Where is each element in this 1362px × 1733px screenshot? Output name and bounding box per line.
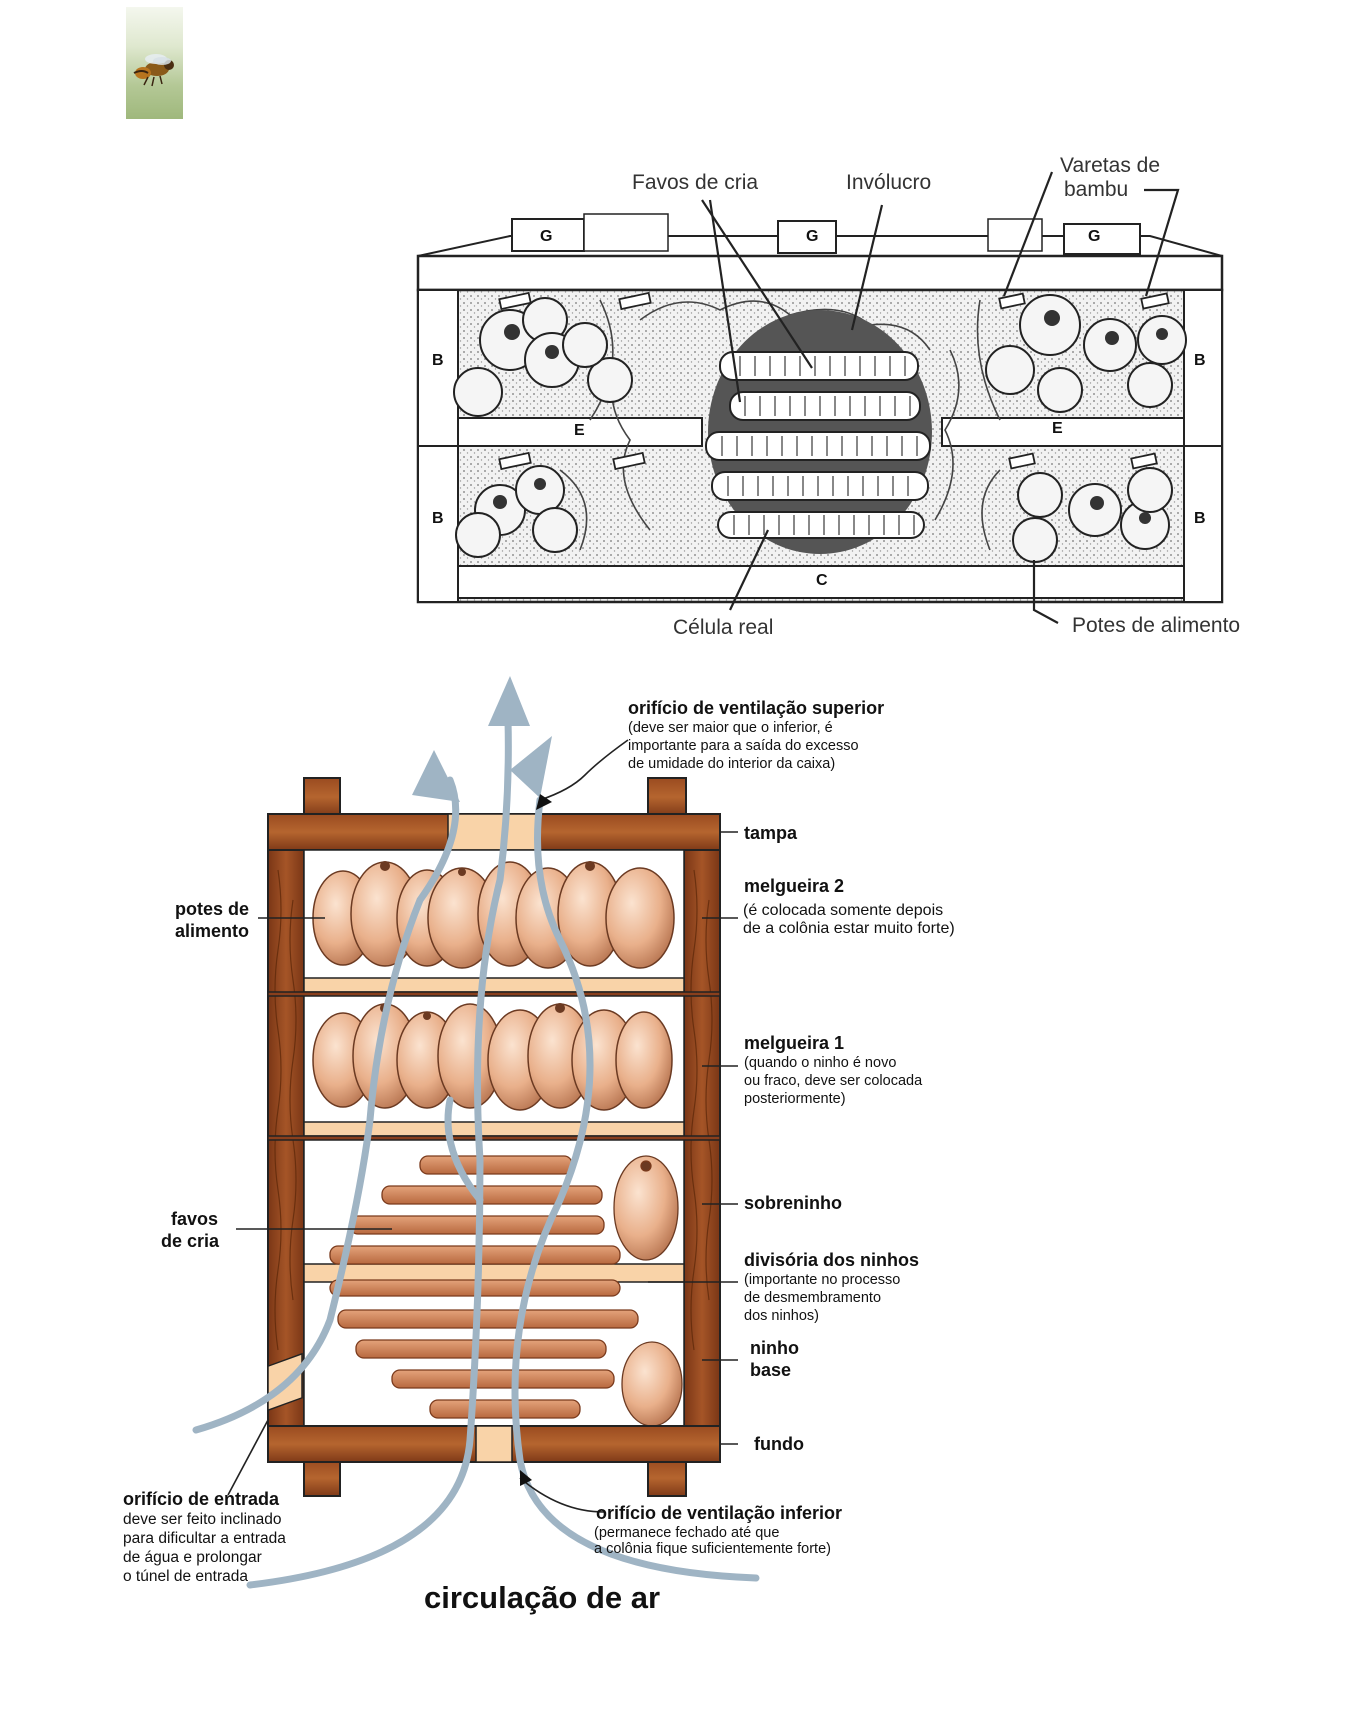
caption-circulacao: circulação de ar xyxy=(424,1580,661,1615)
favos-label-line1: favos xyxy=(171,1209,219,1229)
letter-b-1: B xyxy=(432,352,444,369)
food-pots-melgueira-1 xyxy=(312,1003,673,1111)
vent-superior-line3: de umidade do interior da caixa) xyxy=(628,756,836,772)
air-arrow-heads xyxy=(412,676,552,802)
celula-real-label: Célula real xyxy=(673,616,774,639)
favos-de-cria-label: Favos de cria xyxy=(632,171,759,194)
letter-c: C xyxy=(816,572,828,589)
divisoria-line3: dos ninhos) xyxy=(744,1308,819,1324)
melgueira-2-title: melgueira 2 xyxy=(744,876,845,896)
melgueira-1-line2: ou fraco, deve ser colocada xyxy=(744,1073,923,1089)
shelves xyxy=(267,977,721,1283)
divisoria-line1: (importante no processo xyxy=(744,1272,901,1288)
food-pots-melgueira-2 xyxy=(312,861,675,969)
vent-superior-line1: (deve ser maior que o inferior, é xyxy=(628,720,833,736)
entrada-line2: para dificultar a entrada xyxy=(123,1530,286,1547)
divisoria-line2: de desmembramento xyxy=(744,1290,882,1306)
entrada-line4: o túnel de entrada xyxy=(123,1568,248,1585)
vent-inferior-line1: (permanece fechado até que xyxy=(594,1525,780,1541)
melgueira-2-line2: de a colônia estar muito forte) xyxy=(743,920,955,937)
varetas-label-line1: Varetas de xyxy=(1060,154,1161,177)
vent-inferior-title: orifício de ventilação inferior xyxy=(596,1503,843,1523)
g-blocks xyxy=(511,213,1141,255)
entrada-title: orifício de entrada xyxy=(123,1489,280,1509)
air-flow-arrows xyxy=(192,716,760,1589)
letter-e-1: E xyxy=(574,422,585,439)
varetas-label-line2: bambu xyxy=(1064,178,1129,201)
brood-combs-top xyxy=(705,310,932,554)
favos-label-line2: de cria xyxy=(161,1231,220,1251)
bottom-board xyxy=(267,1352,721,1463)
letter-g-1: G xyxy=(540,228,553,245)
ninho-base-line2: base xyxy=(750,1360,792,1380)
vent-superior-line2: importante para a saída do excesso xyxy=(628,738,859,754)
ninho-base-line1: ninho xyxy=(750,1338,799,1358)
melgueira-1-title: melgueira 1 xyxy=(744,1033,845,1053)
brood-combs-ninho-base xyxy=(329,1279,683,1427)
sobreninho-label: sobreninho xyxy=(744,1193,842,1213)
letter-g-3: G xyxy=(1088,228,1101,245)
entrada-line1: deve ser feito inclinado xyxy=(123,1511,282,1528)
potes-de-alimento-label: Potes de alimento xyxy=(1072,614,1241,637)
tampa-label: tampa xyxy=(744,823,798,843)
melgueira-1-line3: posteriormente) xyxy=(744,1091,846,1107)
bee-thumbnail xyxy=(126,7,183,119)
bee-icon xyxy=(133,54,174,87)
fundo-label: fundo xyxy=(754,1434,804,1454)
potes-label-line2: alimento xyxy=(175,921,250,941)
involucro-label: Invólucro xyxy=(846,171,932,194)
lid xyxy=(267,813,721,851)
letter-b-3: B xyxy=(432,510,444,527)
letter-b-2: B xyxy=(1194,352,1206,369)
letter-g-2: G xyxy=(806,228,819,245)
food-pots-top xyxy=(453,294,1187,563)
letter-e-2: E xyxy=(1052,420,1063,437)
vent-inferior-line2: a colônia fique suficientemente forte) xyxy=(594,1541,831,1557)
vent-superior-title: orifício de ventilação superior xyxy=(628,698,885,718)
entrada-line3: de água e prolongar xyxy=(123,1549,262,1566)
divisoria-title: divisória dos ninhos xyxy=(744,1250,920,1270)
hive-feet xyxy=(303,777,687,1497)
letter-b-4: B xyxy=(1194,510,1206,527)
potes-label-line1: potes de xyxy=(175,899,250,919)
melgueira-2-line1: (é colocada somente depois xyxy=(743,902,944,919)
melgueira-1-line1: (quando o ninho é novo xyxy=(744,1055,897,1071)
